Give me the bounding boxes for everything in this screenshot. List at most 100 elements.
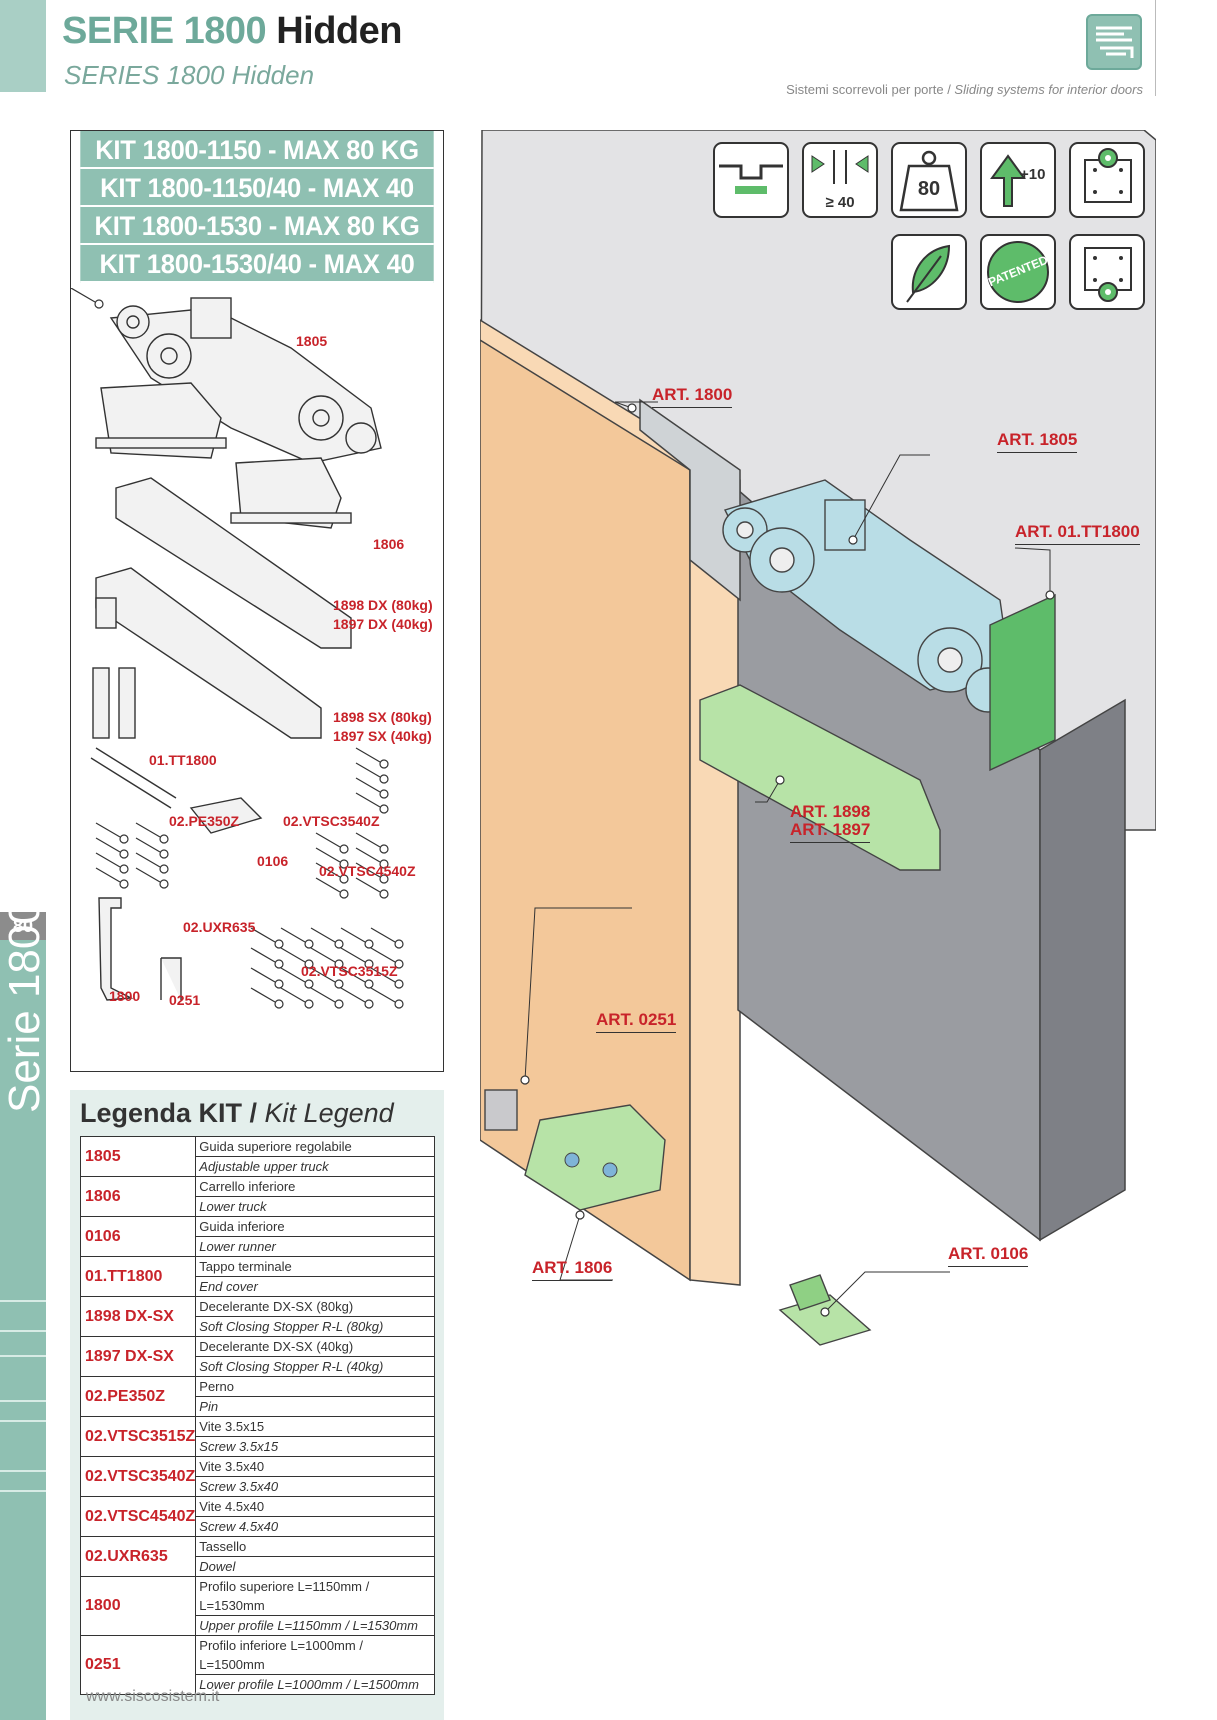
adjust-height-label: +10 [1020, 166, 1046, 183]
legend-desc-it: Vite 3.5x15 [195, 1416, 435, 1437]
art-label-1806: ART. 1806 [532, 1258, 613, 1281]
legend-row-en: Lower profile L=1000mm / L=1500mm [81, 1674, 435, 1695]
kit-title-4: KIT 1800-1530/40 - MAX 40 KG [80, 245, 434, 317]
legend-desc-en: Pin [195, 1396, 435, 1417]
legend-row-en: End cover [81, 1276, 435, 1297]
kit-label-1898sx: 1898 SX (80kg) [333, 709, 432, 725]
legend-desc-it: Guida superiore regolabile [195, 1136, 435, 1157]
kit-label-pe350z: 02.PE350Z [169, 813, 240, 829]
page-subtitle: SERIES 1800 Hidden [64, 60, 315, 90]
legend-title-it: Legenda KIT / [80, 1098, 258, 1128]
sidebar-series-label: Serie 1800 [0, 900, 49, 1113]
page-title-name: Hidden [276, 10, 402, 52]
legend-code: 02.VTSC3540Z [79, 1456, 197, 1497]
kit-title-2: KIT 1800-1150/40 - MAX 40 KG [80, 169, 434, 241]
legend-row-en: Screw 4.5x40 [81, 1516, 435, 1537]
legend-row-en: Upper profile L=1150mm / L=1530mm [81, 1615, 435, 1636]
adjust-height-icon: +10 [980, 142, 1056, 218]
legend-code: 0106 [79, 1216, 197, 1257]
legend-code: 01.TT1800 [79, 1256, 197, 1297]
kit-label-0106: 0106 [257, 853, 289, 869]
weight-label: 80 [917, 178, 941, 200]
art-label-1805: ART. 1805 [997, 430, 1078, 453]
page-number: 80 [0, 912, 46, 940]
legend-desc-it: Guida inferiore [195, 1216, 435, 1237]
legend-desc-en: End cover [195, 1276, 435, 1297]
art-label-1800: ART. 1800 [652, 385, 733, 408]
art-label-tt1800: ART. 01.TT1800 [1015, 522, 1140, 545]
legend-desc-it: Decelerante DX-SX (40kg) [195, 1336, 435, 1357]
kit-label-uxr635: 02.UXR635 [183, 919, 256, 935]
top-mount-icon [1069, 142, 1145, 218]
bottom-mount-icon [1069, 234, 1145, 310]
legend-desc-it: Vite 3.5x40 [195, 1456, 435, 1477]
hidden-track-icon [713, 142, 789, 218]
legend-code: 02.PE350Z [79, 1376, 197, 1417]
tagline-it: Sistemi scorrevoli per porte / [786, 82, 955, 97]
legend-desc-it: Tassello [195, 1536, 435, 1557]
legend-desc-en: Lower profile L=1000mm / L=1500mm [195, 1674, 435, 1695]
legend-row-en: Screw 3.5x40 [81, 1476, 435, 1497]
kit-label-1805: 1805 [296, 333, 328, 349]
kit-label-tt1800: 01.TT1800 [149, 752, 217, 768]
kit-label-1898dx: 1898 DX (80kg) [333, 597, 433, 613]
legend-desc-en: Soft Closing Stopper R-L (80kg) [195, 1316, 435, 1337]
legend-row-en: Screw 3.5x15 [81, 1436, 435, 1457]
legend-desc-it: Profilo superiore L=1150mm / L=1530mm [195, 1576, 435, 1616]
legend-desc-it: Perno [195, 1376, 435, 1397]
legend-desc-it: Profilo inferiore L=1000mm / L=1500mm [195, 1635, 435, 1675]
legend-row-en: Soft Closing Stopper R-L (80kg) [81, 1316, 435, 1337]
brand-logo-icon [1086, 14, 1142, 70]
legend-code: 0251 [79, 1635, 197, 1695]
sidebar-spacer [0, 92, 46, 912]
kit-label-vtsc3540z: 02.VTSC3540Z [283, 813, 380, 829]
sidebar-top-block [0, 0, 46, 92]
legend-desc-en: Lower runner [195, 1236, 435, 1257]
page-title: SERIE 1800 Hidden [62, 10, 402, 53]
installation-illustration: ART. 1800 ART. 1805 ART. 01.TT1800 ART. … [479, 129, 1157, 1720]
legend-code: 1897 DX-SX [79, 1336, 197, 1377]
legend-desc-en: Lower truck [195, 1196, 435, 1217]
legend-desc-it: Vite 4.5x40 [195, 1496, 435, 1517]
legend-title-en: Kit Legend [264, 1098, 394, 1128]
kit-label-1897sx: 1897 SX (40kg) [333, 728, 432, 744]
legend-row-en: Lower truck [81, 1196, 435, 1217]
legend-desc-it: Tappo terminale [195, 1256, 435, 1277]
kit-label-1806: 1806 [373, 536, 405, 552]
kit-label-1897dx: 1897 DX (40kg) [333, 616, 433, 632]
legend-code: 1805 [79, 1136, 197, 1177]
min-thickness-icon: ≥ 40 [802, 142, 878, 218]
kit-title-1: KIT 1800-1150 - MAX 80 KG [80, 131, 434, 169]
legend-row-en: Dowel [81, 1556, 435, 1577]
legend-code: 02.VTSC3515Z [79, 1416, 197, 1457]
legend-row-en: Lower runner [81, 1236, 435, 1257]
weight-icon: 80 [891, 142, 967, 218]
kit-title-3: KIT 1800-1530 - MAX 80 KG [80, 207, 434, 245]
feather-icon [891, 234, 967, 310]
legend-desc-it: Carrello inferiore [195, 1176, 435, 1197]
kit-exploded-drawing [71, 288, 404, 1009]
legend-code: 1806 [79, 1176, 197, 1217]
legend-desc-en: Upper profile L=1150mm / L=1530mm [195, 1615, 435, 1636]
patented-icon: PATENTED [980, 234, 1056, 310]
min-thickness-label: ≥ 40 [825, 194, 855, 211]
tagline-en: Sliding systems for interior doors [954, 82, 1143, 97]
legend-desc-en: Dowel [195, 1556, 435, 1577]
legend-desc-en: Adjustable upper truck [195, 1156, 435, 1177]
legend-title: Legenda KIT / Kit Legend [80, 1098, 394, 1129]
kit-label-1800: 1800 [109, 988, 141, 1004]
legend-desc-en: Soft Closing Stopper R-L (40kg) [195, 1356, 435, 1377]
kit-label-0251: 0251 [169, 992, 201, 1008]
art-label-0251: ART. 0251 [596, 1010, 677, 1033]
